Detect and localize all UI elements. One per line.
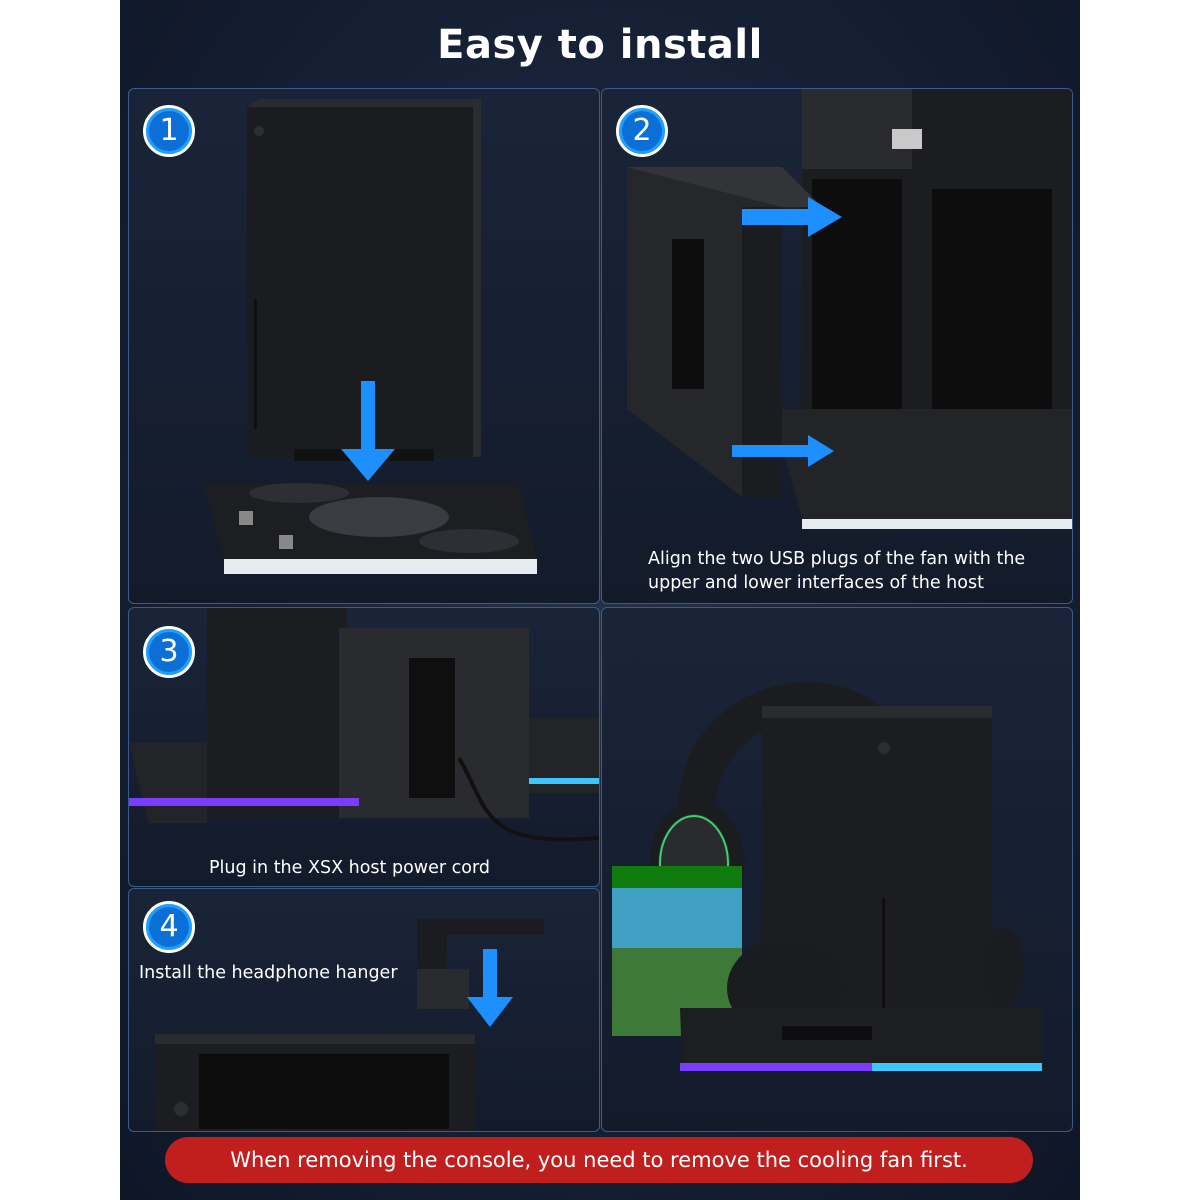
step-2-badge: 2 bbox=[616, 105, 668, 157]
step-3-badge: 3 bbox=[143, 626, 195, 678]
step-2-caption-line-1: Align the two USB plugs of the fan with … bbox=[648, 549, 1026, 569]
page-title: Easy to install bbox=[437, 22, 763, 68]
final-setup-illustration bbox=[612, 682, 1042, 1071]
step-4-panel: 4 Install the headphone hanger bbox=[128, 888, 600, 1132]
final-setup-panel bbox=[601, 607, 1073, 1132]
step-1-illustration bbox=[204, 99, 537, 574]
step-3-panel: 3 Plug in the XSX host power cord bbox=[128, 607, 600, 887]
warning-banner: When removing the console, you need to r… bbox=[165, 1137, 1033, 1183]
step-3-caption: Plug in the XSX host power cord bbox=[209, 858, 490, 878]
installation-poster: Easy to install 1 2 bbox=[120, 0, 1080, 1200]
step-4-caption: Install the headphone hanger bbox=[139, 963, 398, 983]
step-1-badge: 1 bbox=[143, 105, 195, 157]
down-arrow-icon bbox=[341, 381, 395, 481]
step-3-illustration bbox=[129, 608, 599, 842]
right-arrow-icon bbox=[732, 435, 834, 467]
step-2-caption-line-2: upper and lower interfaces of the host bbox=[648, 573, 984, 593]
step-2-illustration bbox=[627, 89, 1072, 529]
step-2-panel: 2 bbox=[601, 88, 1073, 604]
right-arrow-icon bbox=[742, 197, 842, 237]
step-1-panel: 1 bbox=[128, 88, 600, 604]
down-arrow-icon bbox=[467, 949, 513, 1027]
step-2-caption: Align the two USB plugs of the fan with … bbox=[648, 547, 1068, 595]
step-4-badge: 4 bbox=[143, 901, 195, 953]
step-4-illustration bbox=[155, 919, 544, 1131]
